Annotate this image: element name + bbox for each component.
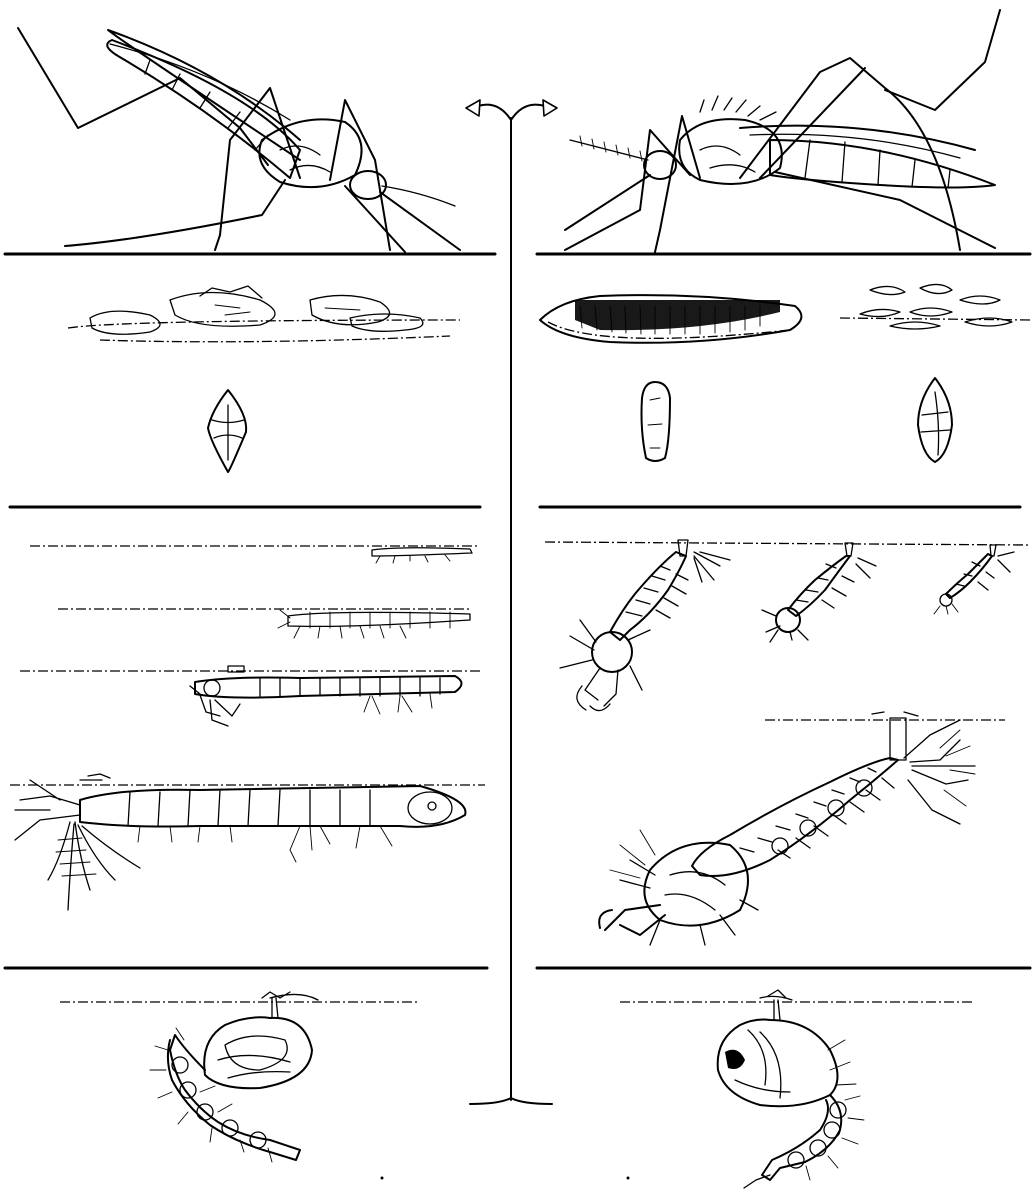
egg-raft-left bbox=[68, 286, 460, 342]
central-divider-axis bbox=[466, 100, 557, 1104]
larva-right-stage1 bbox=[560, 540, 730, 711]
scattered-eggs-right bbox=[840, 284, 1030, 329]
pupa-left bbox=[60, 992, 420, 1162]
single-egg-left bbox=[208, 390, 246, 472]
larva-left-stage4 bbox=[10, 774, 485, 910]
single-egg-right-diamond bbox=[918, 378, 952, 462]
larva-right-stage3 bbox=[934, 545, 1014, 614]
adult-mosquito-right bbox=[565, 10, 1000, 252]
larva-left-stage2 bbox=[58, 609, 472, 638]
row-separators bbox=[5, 254, 1030, 968]
larva-right-water-line-1 bbox=[545, 542, 1030, 545]
larva-left-stage1 bbox=[30, 546, 480, 563]
single-egg-right-elongated bbox=[642, 382, 671, 461]
print-specks bbox=[381, 1177, 630, 1180]
larva-right-stage2 bbox=[762, 543, 876, 642]
egg-raft-right bbox=[540, 295, 801, 343]
larva-right-stage4 bbox=[599, 712, 1005, 945]
larva-left-stage3 bbox=[20, 666, 480, 726]
pupa-right bbox=[620, 990, 975, 1188]
adult-mosquito-left bbox=[18, 28, 460, 252]
